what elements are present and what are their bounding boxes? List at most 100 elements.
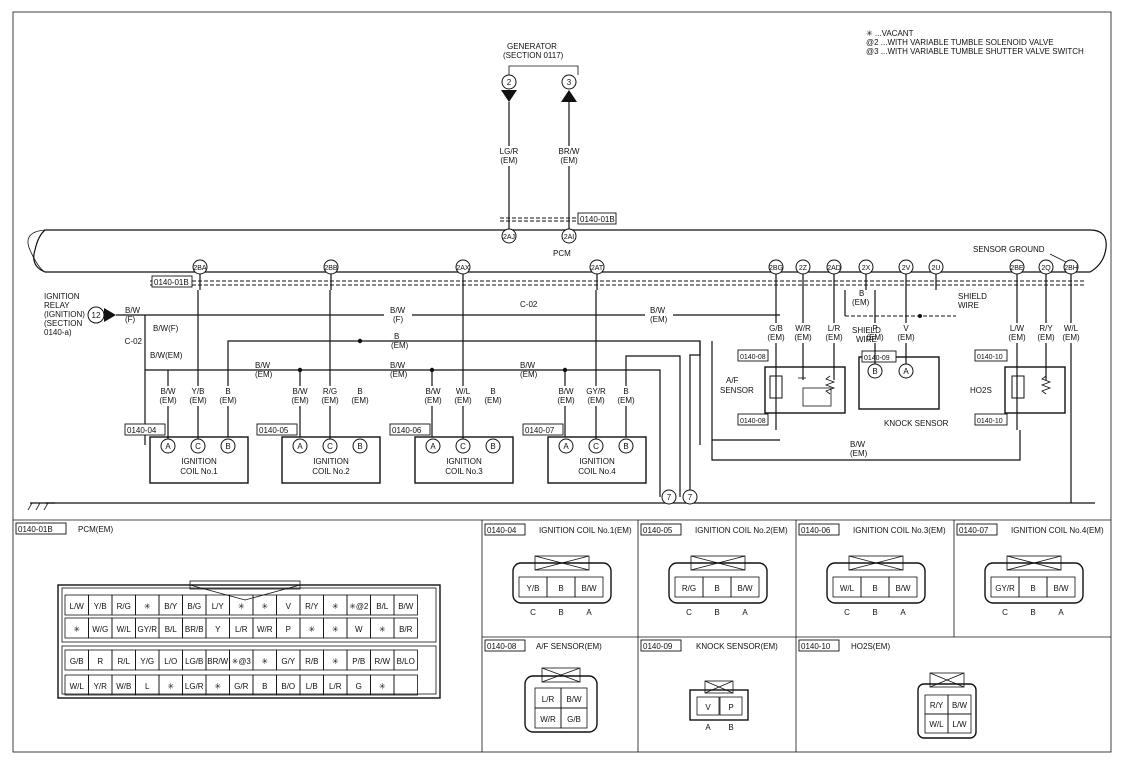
svg-text:B: B — [872, 367, 877, 376]
pin-cell: R/G — [682, 584, 696, 593]
coil-wire-label: R/G — [323, 387, 337, 396]
svg-text:(EM): (EM) — [1008, 333, 1026, 342]
pin-cell: W/R — [540, 715, 556, 724]
pin-letter: A — [742, 608, 748, 617]
svg-text:(EM): (EM) — [390, 370, 408, 379]
coil-number: COIL No.1 — [180, 467, 218, 476]
svg-text:0140-05: 0140-05 — [643, 526, 673, 535]
svg-text:0140-10: 0140-10 — [977, 354, 1003, 361]
svg-text:P: P — [872, 324, 877, 333]
svg-text:0140-09: 0140-09 — [864, 355, 890, 362]
pin-cell: W/L — [840, 584, 855, 593]
coil-pin-c — [588, 438, 604, 454]
coil-number: COIL No.2 — [312, 467, 350, 476]
pcm-cell: B — [262, 682, 267, 691]
pcm-cell: B/O — [281, 682, 295, 691]
svg-text:0140-04: 0140-04 — [487, 526, 517, 535]
generator-section: (SECTION 0117) — [503, 51, 564, 60]
svg-text:B/W: B/W — [850, 440, 866, 449]
ho2s-sensor: 0140-10 0140-10 HO2S L/W (EM) R/Y (EM) W… — [970, 290, 1083, 503]
pcm-pin-label: 2BG — [769, 265, 783, 272]
svg-text:B: B — [357, 442, 362, 451]
pin-cell: L/R — [542, 695, 555, 704]
svg-text:A/F: A/F — [726, 376, 739, 385]
svg-text:A: A — [297, 442, 303, 451]
svg-text:(EM): (EM) — [617, 396, 635, 405]
pcm-cell: ✳ — [238, 602, 245, 611]
pin-cell: B/W — [566, 695, 582, 704]
svg-text:(EM): (EM) — [650, 315, 668, 324]
pcm-cell: ✳ — [332, 657, 339, 666]
coil-pin-c — [455, 438, 471, 454]
svg-text:C: C — [593, 442, 599, 451]
pcm-cell: W/R — [257, 625, 273, 634]
svg-text:(EM): (EM) — [825, 333, 843, 342]
coil-name: IGNITION — [579, 457, 615, 466]
pin-cell: B — [558, 584, 563, 593]
pcm-cell: B/LO — [397, 657, 415, 666]
svg-text:L/W: L/W — [1010, 324, 1025, 333]
svg-text:B: B — [623, 442, 628, 451]
pin-letter: A — [586, 608, 592, 617]
svg-text:A: A — [903, 367, 909, 376]
pcm-pin-label: 2Q — [1041, 265, 1051, 272]
pcm-cell: ✳@3 — [232, 657, 252, 666]
panel-title: KNOCK SENSOR(EM) — [696, 642, 778, 651]
pcm-cell: B/L — [165, 625, 178, 634]
panel-title: IGNITION COIL No.4(EM) — [1011, 526, 1104, 535]
coil-wire-label: B — [490, 387, 495, 396]
pcm-panel-title: PCM(EM) — [78, 525, 113, 534]
pin-letter: B — [558, 608, 563, 617]
pin-cell: V — [705, 703, 711, 712]
pin-cell: B/W — [581, 584, 597, 593]
coil-wire-label: B — [623, 387, 628, 396]
svg-text:3: 3 — [567, 78, 572, 87]
svg-text:(EM): (EM) — [897, 333, 915, 342]
pin-letter: C — [686, 608, 692, 617]
svg-text:C-02: C-02 — [125, 337, 143, 346]
pin-cell: B/W — [1053, 584, 1069, 593]
svg-text:A: A — [165, 442, 171, 451]
coil-ref: 0140-05 — [259, 426, 289, 435]
svg-text:B/W: B/W — [390, 306, 406, 315]
coil-pin-b — [485, 438, 501, 454]
svg-text:A: A — [430, 442, 436, 451]
svg-text:RELAY: RELAY — [44, 301, 70, 310]
svg-text:R/Y: R/Y — [1039, 324, 1053, 333]
pcm-cell: R/L — [118, 657, 131, 666]
pin-cell: B — [872, 584, 877, 593]
svg-text:(EM): (EM) — [557, 396, 575, 405]
pcm-ref-top: 0140-01B — [580, 215, 615, 224]
pcm-cell: W/L — [70, 682, 85, 691]
pcm-cell: R/W — [374, 657, 390, 666]
svg-text:(EM): (EM) — [424, 396, 442, 405]
pcm-cell: L/O — [164, 657, 177, 666]
pcm-pin-label: 2BA — [193, 265, 207, 272]
wire-br-w: BR/W — [559, 147, 580, 156]
generator-title: GENERATOR — [507, 42, 557, 51]
pin-cell: G/B — [567, 715, 581, 724]
pcm-cell: B/R — [399, 625, 413, 634]
pcm-cell: B/L — [376, 602, 389, 611]
svg-text:SHIELD: SHIELD — [852, 326, 881, 335]
svg-text:B/W: B/W — [390, 361, 406, 370]
coil-wire-label: B/W — [425, 387, 441, 396]
coil-pin-b — [618, 438, 634, 454]
svg-text:B: B — [394, 332, 399, 341]
pcm-cell: R/B — [305, 657, 318, 666]
svg-text:V: V — [903, 324, 909, 333]
panel-title: IGNITION COIL No.3(EM) — [853, 526, 946, 535]
coil-name: IGNITION — [313, 457, 349, 466]
svg-text:(EM): (EM) — [500, 156, 518, 165]
pin-cell: B — [714, 584, 719, 593]
generator: GENERATOR (SECTION 0117) 2 3 LG/R (EM) B… — [497, 42, 617, 230]
pcm-module: 2AJ 2AI PCM SENSOR GROUND — [27, 228, 1107, 273]
svg-text:(IGNITION): (IGNITION) — [44, 310, 85, 319]
pcm-cell: Y/R — [94, 682, 108, 691]
